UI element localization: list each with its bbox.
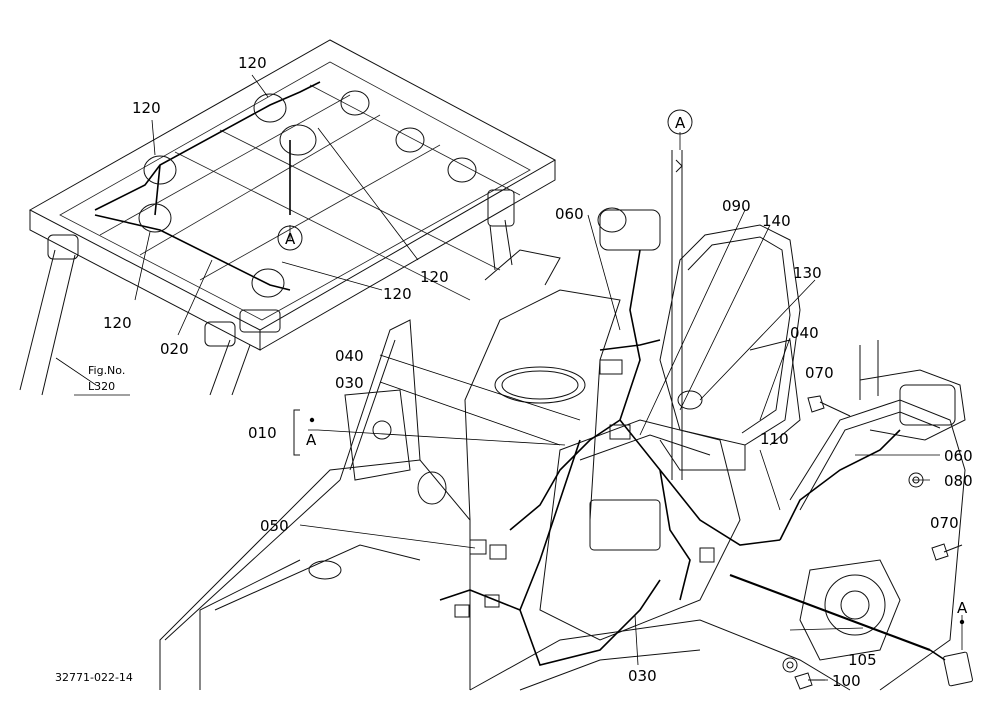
ref-circle-left — [277, 225, 303, 251]
callout-120-right: 120 — [420, 268, 449, 286]
callout-120-left: 120 — [132, 99, 161, 117]
part-code: 32771-022-14 — [55, 671, 133, 684]
fasteners — [782, 395, 963, 690]
leader-lines — [55, 74, 963, 681]
callout-010: 010 — [248, 424, 277, 442]
callout-020: 020 — [160, 340, 189, 358]
ref-circle-top — [667, 109, 693, 135]
fig-no-label: Fig.No. — [88, 364, 125, 377]
callout-105: 105 — [848, 651, 877, 669]
ref-a-left: A — [285, 230, 296, 248]
callout-110: 110 — [760, 430, 789, 448]
callout-070-bottom: 070 — [930, 514, 959, 532]
callout-030-left: 030 — [335, 374, 364, 392]
callout-040-right: 040 — [790, 324, 819, 342]
callout-030-bottom: 030 — [628, 667, 657, 685]
callout-120-bottom-left: 120 — [103, 314, 132, 332]
callout-080: 080 — [944, 472, 973, 490]
main-harness — [439, 249, 973, 687]
upper-harness — [94, 81, 477, 298]
callout-130: 130 — [793, 264, 822, 282]
reference-labels: A A A A Fig.No. L320 32771-022-14 — [55, 114, 968, 684]
callout-040-left: 040 — [335, 347, 364, 365]
callout-060-top: 060 — [555, 205, 584, 223]
ref-circles — [277, 109, 965, 625]
callout-140: 140 — [762, 212, 791, 230]
callout-labels: 120 120 120 120 120 020 040 030 010 050 … — [103, 54, 973, 690]
callout-090: 090 — [722, 197, 751, 215]
callout-120-top: 120 — [238, 54, 267, 72]
ref-a-right: A — [957, 599, 968, 617]
callout-100: 100 — [832, 672, 861, 690]
ref-a-top: A — [675, 114, 686, 132]
callout-120-center: 120 — [383, 285, 412, 303]
callout-060-right: 060 — [944, 447, 973, 465]
canopy-frame — [19, 39, 557, 396]
callout-050: 050 — [260, 517, 289, 535]
callout-070-top: 070 — [805, 364, 834, 382]
ref-a-bracket: A — [306, 431, 317, 449]
fig-no-value: L320 — [88, 380, 115, 393]
